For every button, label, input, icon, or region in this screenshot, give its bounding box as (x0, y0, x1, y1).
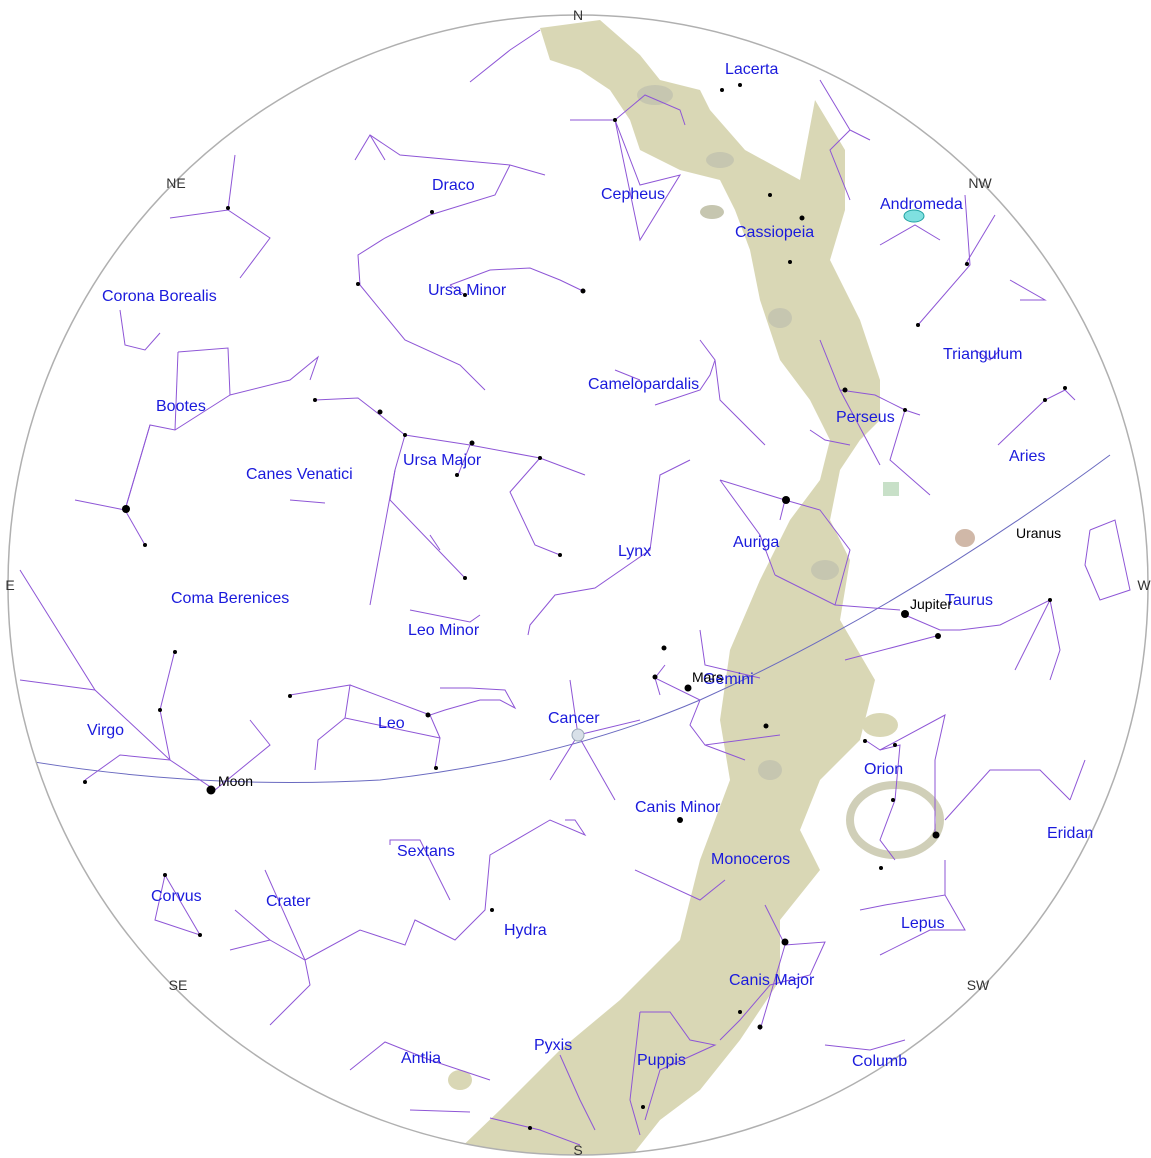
constellation-label: Camelopardalis (588, 376, 699, 393)
direction-e: E (5, 577, 14, 593)
constellation-label: Puppis (637, 1052, 686, 1069)
constellation-label: Corona Borealis (102, 288, 217, 305)
constellation-label: Eridan (1047, 825, 1093, 842)
planet-label-mars: Mars (692, 669, 723, 685)
constellation-label: Crater (266, 893, 311, 910)
direction-sw: SW (967, 977, 990, 993)
direction-labels: N NE E SE S SW W NW (5, 7, 1151, 1158)
constellation-label: Pyxis (534, 1037, 572, 1054)
constellation-label: Lepus (901, 915, 945, 932)
planet-label-uranus: Uranus (1016, 525, 1061, 541)
constellation-label: Cassiopeia (735, 224, 814, 241)
constellation-label: Triangulum (943, 346, 1022, 363)
constellation-label: Lacerta (725, 61, 778, 78)
constellation-lines (19, 29, 1131, 1146)
direction-se: SE (169, 977, 188, 993)
direction-ne: NE (166, 175, 185, 191)
constellation-labels: Lacerta Draco Cepheus Andromeda Cassiope… (87, 61, 1093, 1070)
constellation-label: Aries (1009, 448, 1045, 465)
planet-label-moon: Moon (218, 773, 253, 789)
constellation-label: Ursa Major (403, 452, 482, 469)
constellation-label: Cepheus (601, 186, 665, 203)
constellation-label: Draco (432, 177, 475, 194)
constellation-label: Andromeda (880, 196, 963, 213)
constellation-label: Perseus (836, 409, 895, 426)
constellation-label: Ursa Minor (428, 282, 507, 299)
constellation-label: Lynx (618, 543, 651, 560)
constellation-label: Cancer (548, 710, 600, 727)
constellation-label: Columb (852, 1053, 907, 1070)
constellation-label: Canis Minor (635, 799, 721, 816)
constellation-label: Coma Berenices (171, 590, 289, 607)
direction-s: S (573, 1142, 582, 1158)
direction-n: N (573, 7, 583, 23)
constellation-label: Bootes (156, 398, 206, 415)
constellation-label: Virgo (87, 722, 124, 739)
constellation-label: Hydra (504, 922, 547, 939)
ecliptic-line (21, 454, 1111, 783)
stars (83, 83, 1067, 1130)
constellation-label: Orion (864, 761, 903, 778)
constellation-label: Canis Major (729, 972, 815, 989)
constellation-label: Gemini (703, 671, 754, 688)
constellation-label: Antlia (401, 1050, 441, 1067)
constellation-label: Canes Venatici (246, 466, 353, 483)
planet-label-jupiter: Jupiter (910, 596, 952, 612)
horizon-circle (7, 14, 1149, 1156)
direction-nw: NW (968, 175, 992, 191)
constellation-label: Auriga (733, 534, 779, 551)
direction-w: W (1137, 577, 1151, 593)
constellation-label: Leo Minor (408, 622, 480, 639)
constellation-label: Taurus (945, 592, 993, 609)
constellation-label: Monoceros (711, 851, 790, 868)
planet-labels: Uranus Jupiter Mars Moon (218, 525, 1061, 789)
constellation-label: Corvus (151, 888, 202, 905)
constellation-label: Leo (378, 715, 405, 732)
milky-way (450, 20, 880, 1155)
constellation-label: Sextans (397, 843, 455, 860)
